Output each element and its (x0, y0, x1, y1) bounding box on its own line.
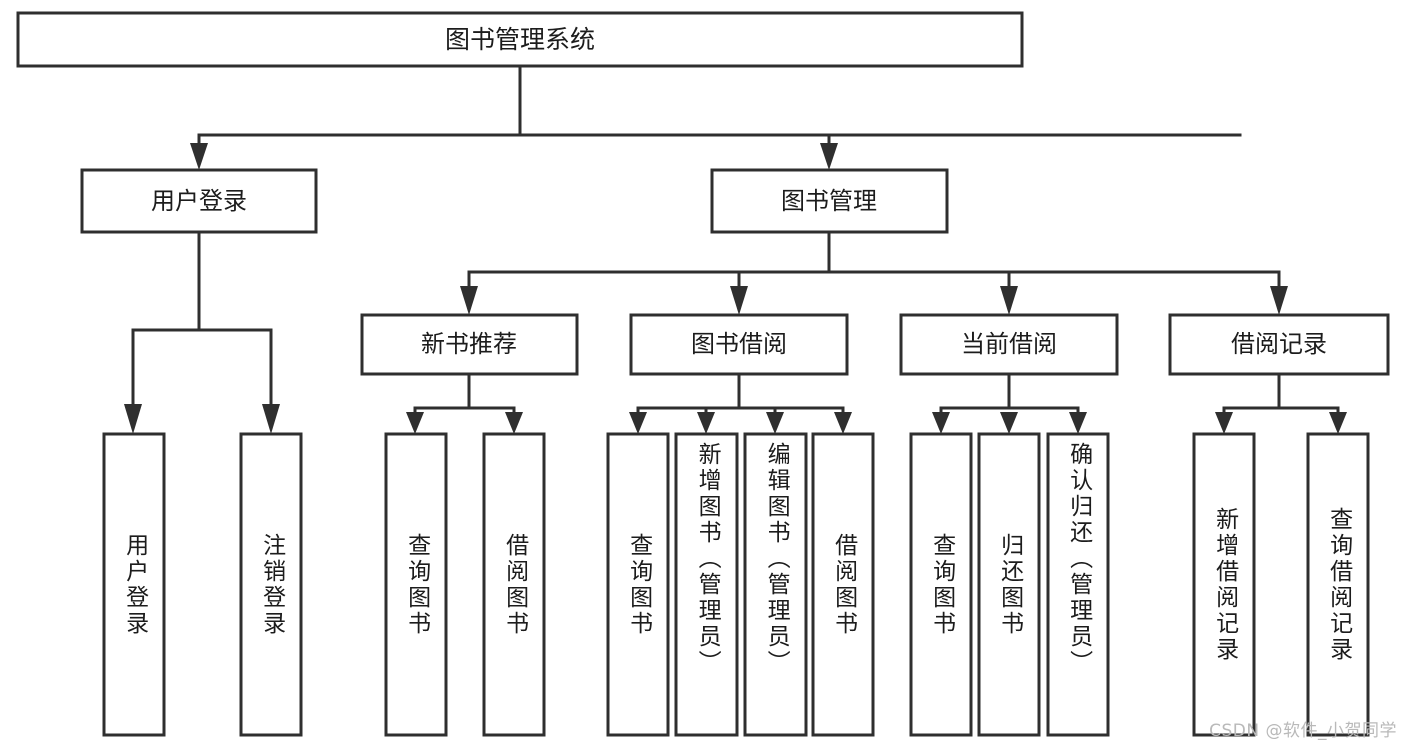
leaf-node-newbook-query[interactable] (384, 432, 448, 737)
node-current-borrow[interactable]: 当前借阅 (899, 313, 1119, 376)
node-borrow-record-label: 借阅记录 (1231, 330, 1327, 358)
node-borrow-record[interactable]: 借阅记录 (1168, 313, 1390, 376)
leaf-node-currentborrow-query[interactable] (909, 432, 973, 737)
node-root-label: 图书管理系统 (445, 25, 595, 54)
watermark-text: CSDN @软件_小贺同学 (1209, 721, 1397, 741)
connector-bookmgmt-to-level3 (460, 230, 1288, 315)
leaf-node-bookborrow-edit[interactable] (743, 432, 808, 737)
node-new-book-recommend[interactable]: 新书推荐 (360, 313, 579, 376)
connector-newbook-to-leaves (406, 372, 523, 434)
leaf-node-user-login-logout[interactable] (239, 432, 303, 737)
connector-userlogin-to-leaves (124, 230, 280, 434)
leaf-node-borrowrecord-query[interactable] (1306, 432, 1370, 737)
node-book-management[interactable]: 图书管理 (710, 168, 949, 234)
leaf-node-bookborrow-query[interactable] (606, 432, 670, 737)
leaf-node-bookborrow-borrow[interactable] (811, 432, 875, 737)
leaf-node-bookborrow-add[interactable] (674, 432, 739, 737)
leaf-node-newbook-borrow[interactable] (482, 432, 546, 737)
node-book-borrow[interactable]: 图书借阅 (629, 313, 849, 376)
node-book-borrow-label: 图书借阅 (691, 330, 787, 358)
leaf-node-currentborrow-return[interactable] (977, 432, 1041, 737)
node-book-management-label: 图书管理 (781, 187, 877, 215)
connector-currentborrow-to-leaves (932, 372, 1087, 434)
node-root[interactable]: 图书管理系统 (16, 11, 1024, 68)
connector-root-to-level2 (190, 64, 1242, 170)
connector-bookborrow-to-leaves (629, 372, 852, 434)
node-new-book-recommend-label: 新书推荐 (421, 330, 517, 358)
connector-borrowrecord-to-leaves (1215, 372, 1347, 434)
node-current-borrow-label: 当前借阅 (961, 330, 1057, 358)
node-user-login[interactable]: 用户登录 (80, 168, 318, 234)
leaf-node-user-login-login[interactable] (102, 432, 166, 737)
leaf-node-currentborrow-confirm[interactable] (1046, 432, 1110, 737)
node-user-login-label: 用户登录 (151, 187, 247, 215)
leaf-node-borrowrecord-add[interactable] (1192, 432, 1256, 737)
